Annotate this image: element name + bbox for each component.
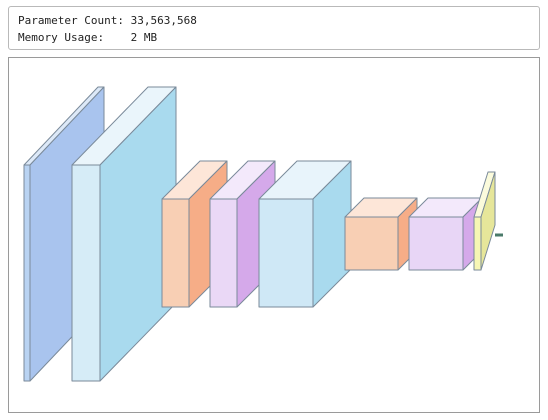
layer-5-front-face xyxy=(258,198,314,308)
layer-4-front-face xyxy=(209,198,238,308)
parameter-count-value: 33,563,568 xyxy=(130,14,197,27)
memory-usage-row: Memory Usage: 2 MB xyxy=(18,29,530,46)
layer-6-front-face xyxy=(344,216,399,271)
stats-panel: Parameter Count: 33,563,568 Memory Usage… xyxy=(8,6,540,50)
memory-usage-value: 2 MB xyxy=(130,31,158,44)
network-diagram xyxy=(23,86,503,382)
layer-5-block xyxy=(258,160,352,308)
layer-1-front-face xyxy=(23,164,31,382)
network-diagram-canvas xyxy=(8,57,540,413)
layer-3-front-face xyxy=(161,198,190,308)
parameter-count-label: Parameter Count: xyxy=(18,14,124,27)
layer-8-front-face xyxy=(473,216,482,271)
layer-2-block xyxy=(71,86,177,382)
layer-6-block xyxy=(344,197,418,271)
layer-7-front-face xyxy=(408,216,464,271)
layer-7-block xyxy=(408,197,483,271)
memory-usage-label: Memory Usage: xyxy=(18,31,105,44)
layer-8-block xyxy=(473,171,496,271)
parameter-count-row: Parameter Count: 33,563,568 xyxy=(18,12,530,29)
layer-2-front-face xyxy=(71,164,101,382)
